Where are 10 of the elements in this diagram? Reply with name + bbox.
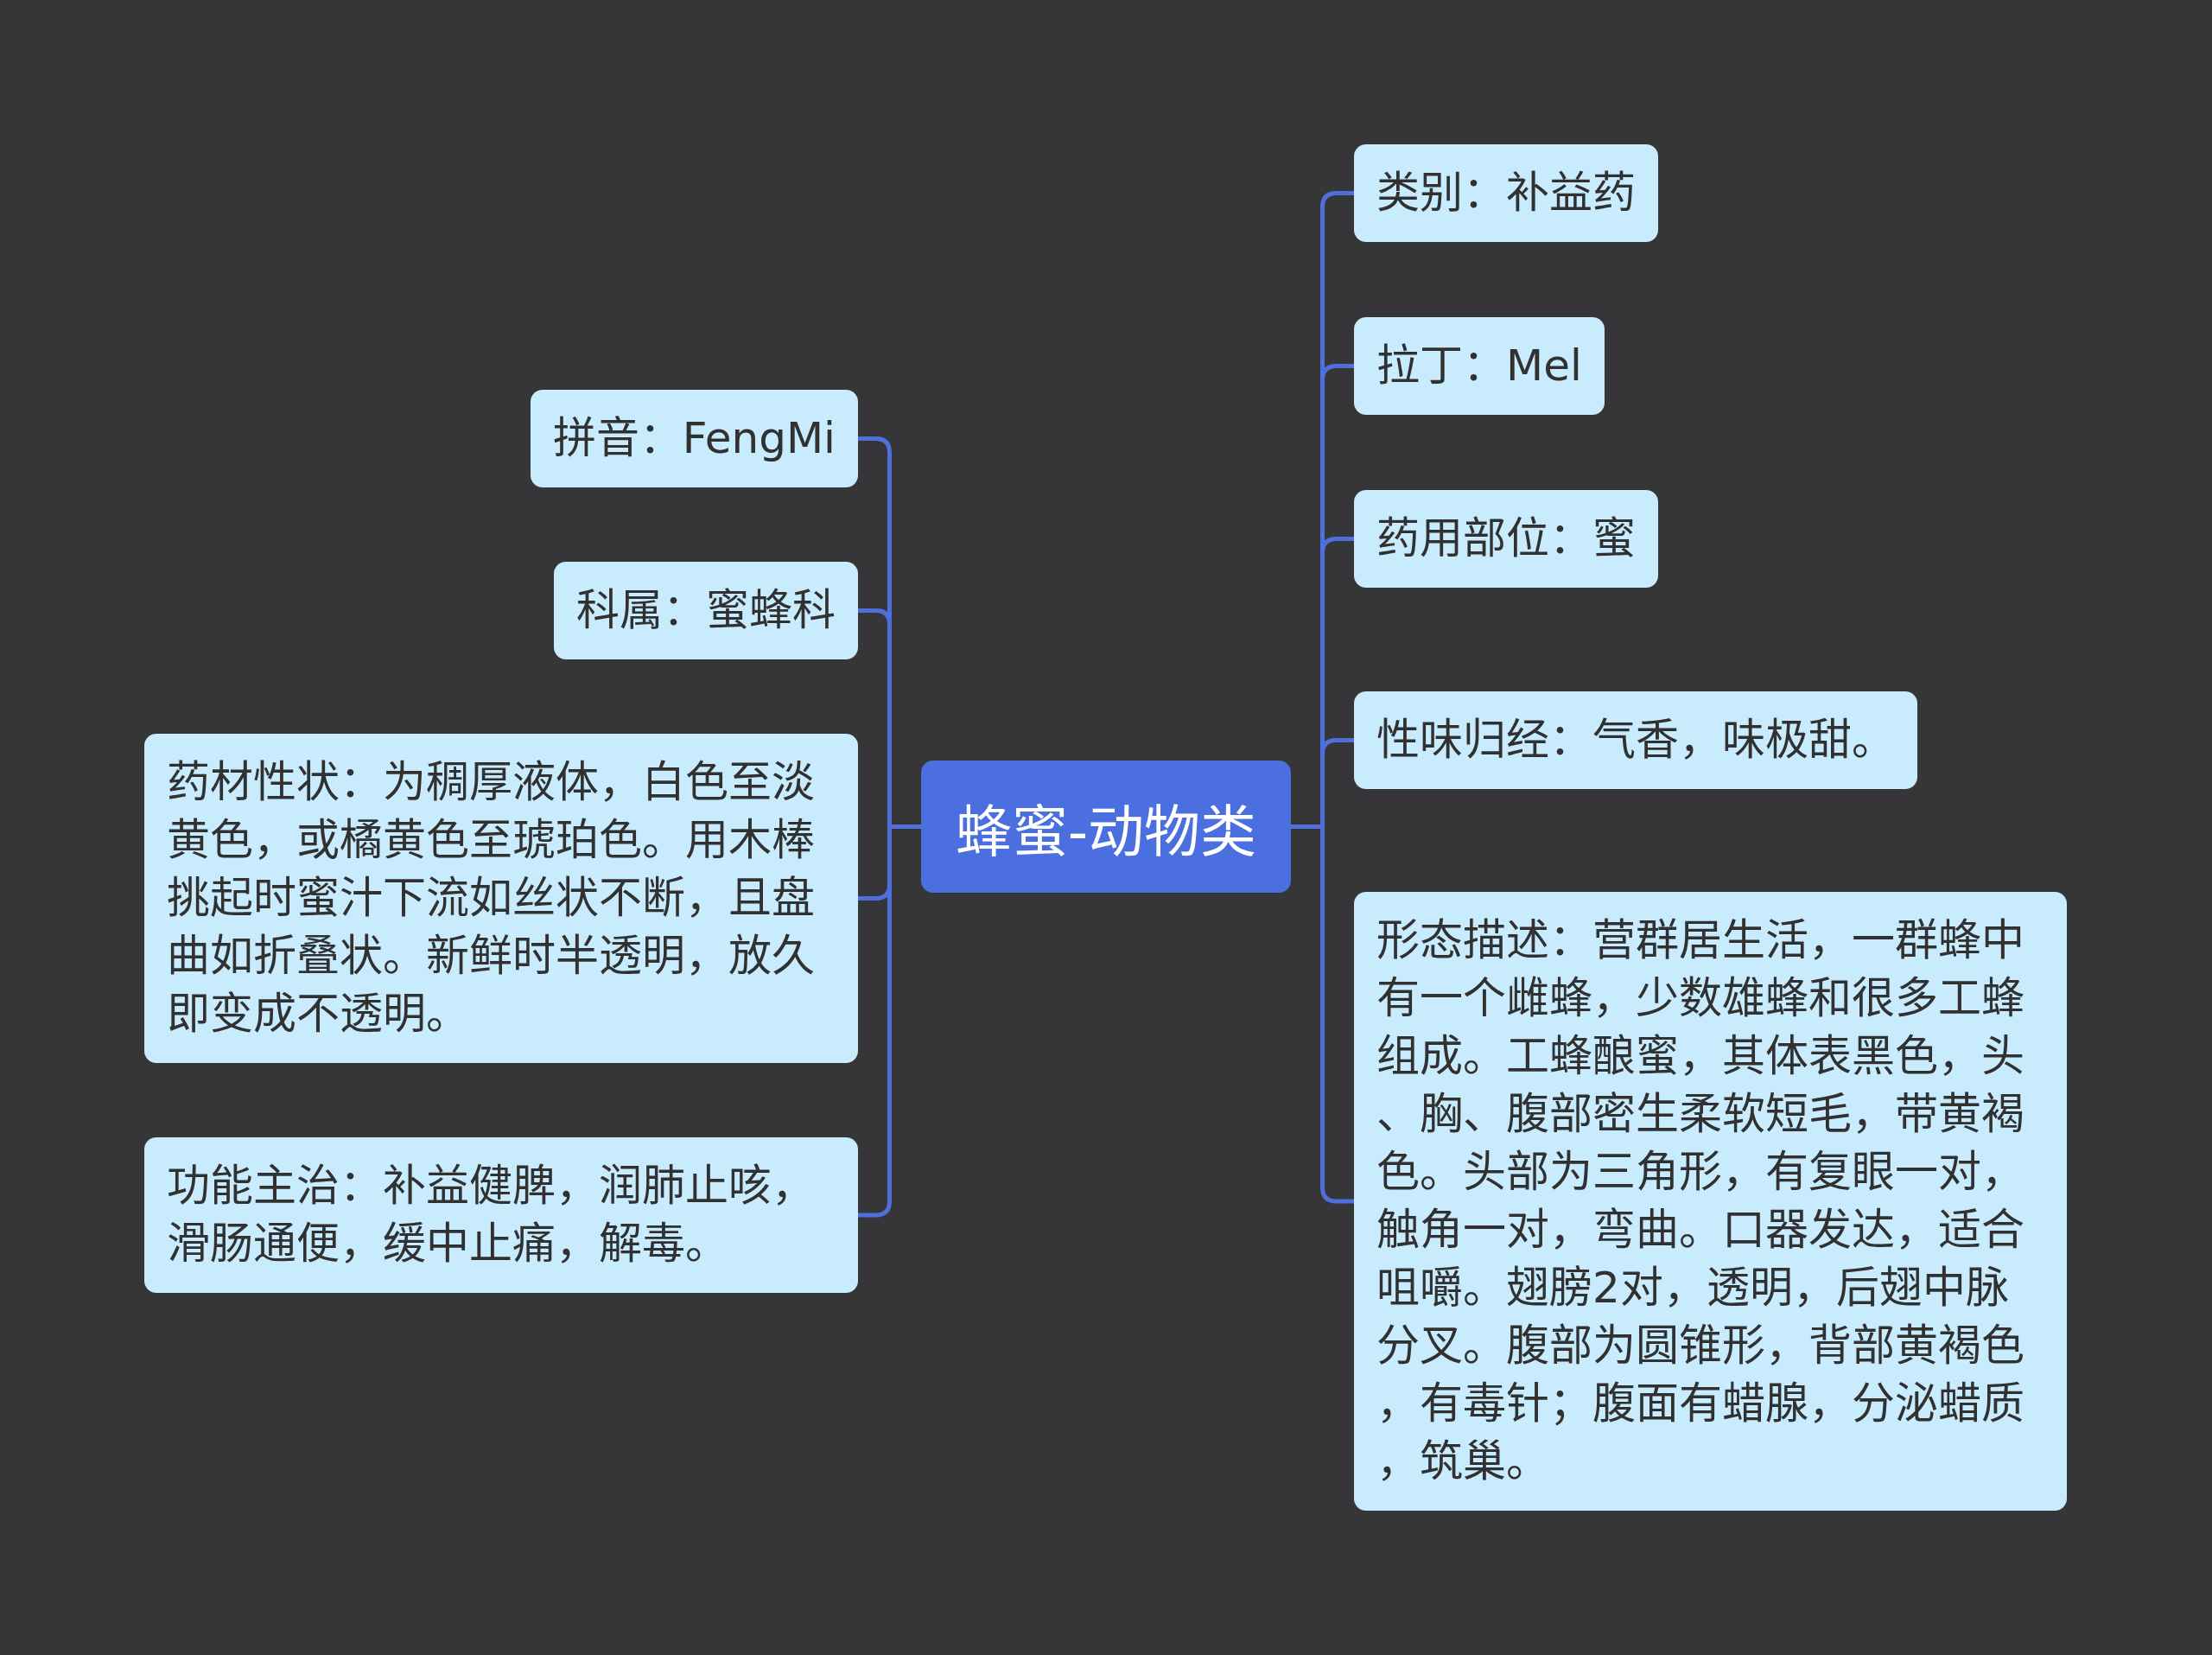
subtopic-box: 形态描述：营群居生活，一群蜂中有一个雌蜂，少数雄蜂和很多工蜂组成。工蜂酿蜜，其体表黑色，头、胸、腹部密生柔软短毛，带黄褐色。头部为三角形，有复眼一对，触角一对，弯曲。口器发达，适合咀嚼。翅膀2对，透明，后翅中脉分叉。腹部为圆锥形，背部黄褐色，有毒针；腹面有蜡腺，分泌蜡质，筑巢。 <box>1354 892 2067 1511</box>
subtopic-box: 拼音：FengMi <box>530 390 858 487</box>
subtopic-box: 类别：补益药 <box>1354 144 1658 242</box>
subtopic-box: 拉丁：Mel <box>1354 317 1605 415</box>
topic-box: 蜂蜜-动物类 <box>921 761 1291 893</box>
subtopic-box: 功能主治：补益健脾，润肺止咳，滑肠通便，缓中止痛，解毒。 <box>144 1137 858 1293</box>
subtopic-box: 性味归经：气香，味极甜。 <box>1354 691 1917 789</box>
subtopic-box: 药材性状：为稠厚液体，白色至淡黄色，或橘黄色至琥珀色。用木棒挑起时蜜汁下流如丝状不断，且盘曲如折叠状。新鲜时半透明，放久即变成不透明。 <box>144 734 858 1063</box>
subtopic-box: 药用部位：蜜 <box>1354 490 1658 588</box>
subtopic-box: 科属：蜜蜂科 <box>554 562 858 659</box>
